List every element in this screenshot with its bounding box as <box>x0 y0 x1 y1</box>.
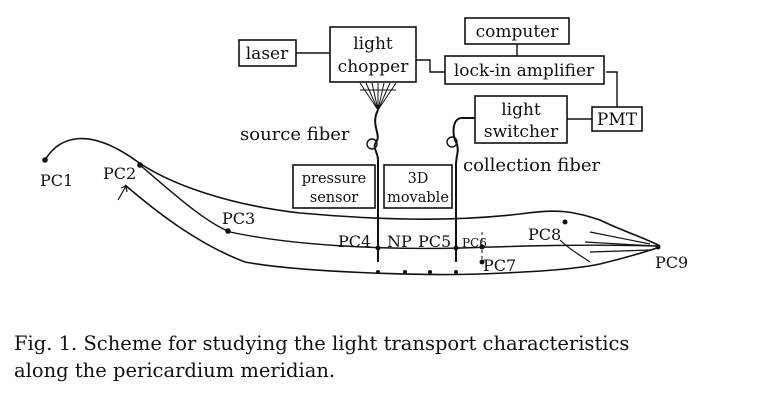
pc4-dot <box>375 245 381 251</box>
light-switcher-box <box>474 95 568 144</box>
caption-line-2: along the pericardium meridian. <box>14 359 336 382</box>
np-dot-3 <box>428 270 432 274</box>
meridian-line <box>139 164 661 250</box>
pc2-label: PC2 <box>103 164 136 183</box>
pc1-dot <box>42 157 48 163</box>
np-label: NP <box>387 232 412 251</box>
switcher-label-2: switcher <box>484 122 559 142</box>
switcher-label-1: light <box>501 100 541 120</box>
laser-box <box>238 39 297 67</box>
pressure-label-2: sensor <box>310 190 359 206</box>
pc7-label: PC7 <box>483 256 516 275</box>
pc2-arrow <box>117 185 128 201</box>
caption-line-1: Fig. 1. Scheme for studying the light tr… <box>14 332 630 355</box>
lens-fan <box>359 82 397 111</box>
pc5-label: PC5 <box>418 232 451 251</box>
pc8-dot <box>562 219 568 225</box>
computer-label: computer <box>476 22 560 42</box>
computer-box <box>464 17 570 45</box>
pc7-dot <box>479 259 485 265</box>
finger-lines <box>559 231 656 263</box>
arm-outline-lower <box>124 184 661 276</box>
np-dot-4 <box>454 270 458 274</box>
pc2-dot <box>137 162 143 168</box>
source-fiber-coil <box>366 138 378 150</box>
chopper-label-2: chopper <box>338 57 410 77</box>
pc6-dot <box>479 244 485 250</box>
pc1-label: PC1 <box>40 171 73 190</box>
light-chopper-box <box>329 26 417 83</box>
chopper-label-1: light <box>353 34 393 54</box>
pc8-label: PC8 <box>528 225 561 244</box>
pressure-sensor-box <box>292 164 376 209</box>
pc5-dot <box>453 245 459 251</box>
np-dot-2 <box>403 270 407 274</box>
figure-caption: Fig. 1. Scheme for studying the light tr… <box>14 330 754 384</box>
collection-fiber <box>452 117 475 262</box>
movable-label-1: 3D <box>408 171 429 187</box>
arm-outline-upper <box>44 137 661 247</box>
pc9-dot <box>655 244 661 250</box>
movable-box <box>383 164 453 209</box>
pmt-box <box>591 106 643 132</box>
pc3-label: PC3 <box>222 209 255 228</box>
movable-label-2: movable <box>387 190 449 206</box>
collection-fiber-label: collection fiber <box>463 155 600 176</box>
laser-label: laser <box>246 44 289 64</box>
lockin-label: lock-in amplifier <box>454 61 595 81</box>
scheme-diagram: laser light chopper computer lock-in amp… <box>40 17 688 276</box>
pc6-label: PC6 <box>462 236 487 250</box>
pmt-label: PMT <box>597 110 638 130</box>
np-dot-1 <box>376 270 380 274</box>
source-fiber-label: source fiber <box>240 124 350 145</box>
pc9-label: PC9 <box>655 253 688 272</box>
pmt-to-lockin <box>606 71 618 107</box>
lock-in-amplifier-box <box>444 55 605 85</box>
chopper-to-lockin <box>416 59 445 73</box>
pc3-dot <box>225 228 231 234</box>
pc4-label: PC4 <box>338 232 371 251</box>
collection-fiber-coil <box>446 136 458 148</box>
pressure-label-1: pressure <box>302 171 367 187</box>
